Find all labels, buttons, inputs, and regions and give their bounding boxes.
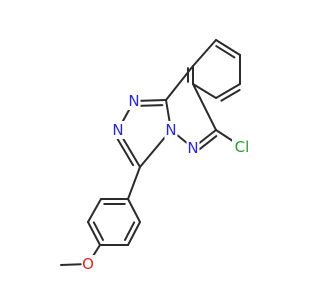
atom-o: O (81, 255, 95, 273)
bond (192, 83, 217, 131)
bond (127, 198, 141, 223)
atom-label-background (186, 139, 200, 157)
atom-label: O (82, 255, 94, 273)
atom-label: Cl (235, 138, 250, 156)
double-bond-line (215, 45, 236, 59)
double-bond-line (124, 221, 136, 241)
bond (192, 83, 217, 99)
double-bond-line (92, 221, 104, 241)
bond (127, 221, 141, 246)
bond (215, 83, 241, 99)
atom-label: N (187, 139, 198, 157)
atom-n-bridge: N (164, 121, 178, 139)
double-bond-line (136, 104, 164, 107)
bond (87, 221, 101, 246)
atom-n-triazole-left: N (111, 121, 125, 139)
atom-label: N (165, 121, 176, 139)
bond (127, 166, 141, 200)
atom-label-background (232, 138, 252, 156)
double-bond-line (115, 135, 135, 167)
bond (165, 65, 194, 101)
bond (87, 198, 102, 223)
atom-label: N (112, 121, 123, 139)
atom-n-triazole-top: N (127, 92, 141, 110)
atom-label-background (127, 92, 141, 110)
atom-label: N (128, 92, 139, 110)
atom-label-background (164, 121, 178, 139)
atom-n-pyridazine: N (186, 139, 200, 157)
atom-label-background (81, 255, 95, 273)
atom-label-background (111, 121, 125, 139)
bond (192, 39, 217, 67)
bond (215, 39, 241, 56)
atom-cl: Cl (232, 138, 252, 156)
double-bond-line (220, 88, 241, 102)
double-bond-line (197, 135, 218, 151)
